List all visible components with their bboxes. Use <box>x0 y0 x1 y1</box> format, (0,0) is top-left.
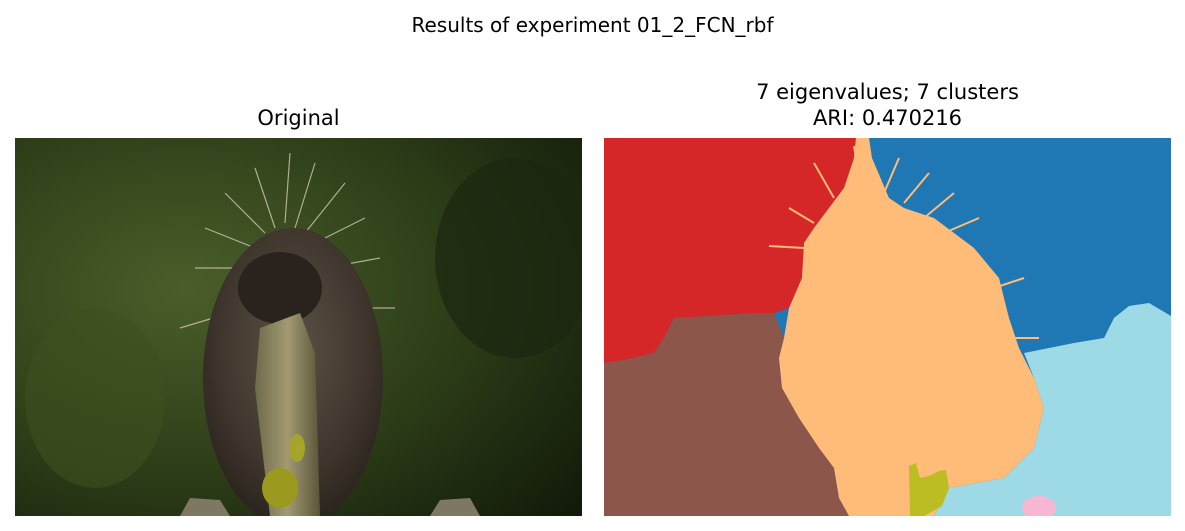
cluster-region-brown <box>604 313 849 516</box>
photo-blur-spot <box>435 158 582 358</box>
peach-spikes <box>768 145 1039 339</box>
segmentation-panel-title: 7 eigenvalues; 7 clusters ARI: 0.470216 <box>604 79 1171 131</box>
photo-blur-spot <box>25 308 165 488</box>
original-image <box>15 138 582 516</box>
cluster-region-pink <box>1022 496 1056 516</box>
porcupine-head <box>238 252 322 324</box>
cluster-region-red <box>604 138 856 363</box>
cluster-region-lightblue <box>934 303 1171 516</box>
cluster-region-olive <box>909 463 949 516</box>
lichen <box>289 434 305 462</box>
foreground-stump <box>430 498 480 516</box>
branch <box>255 313 320 516</box>
original-panel-title: Original <box>257 106 340 130</box>
segmentation-map <box>604 138 1171 516</box>
foreground-stump <box>180 498 230 516</box>
segmentation-title-line1: 7 eigenvalues; 7 clusters <box>756 80 1019 104</box>
lichen <box>262 468 298 508</box>
figure-suptitle: Results of experiment 01_2_FCN_rbf <box>411 13 774 37</box>
segmentation-title-line2: ARI: 0.470216 <box>812 106 963 130</box>
cluster-region-peach <box>779 138 1044 516</box>
